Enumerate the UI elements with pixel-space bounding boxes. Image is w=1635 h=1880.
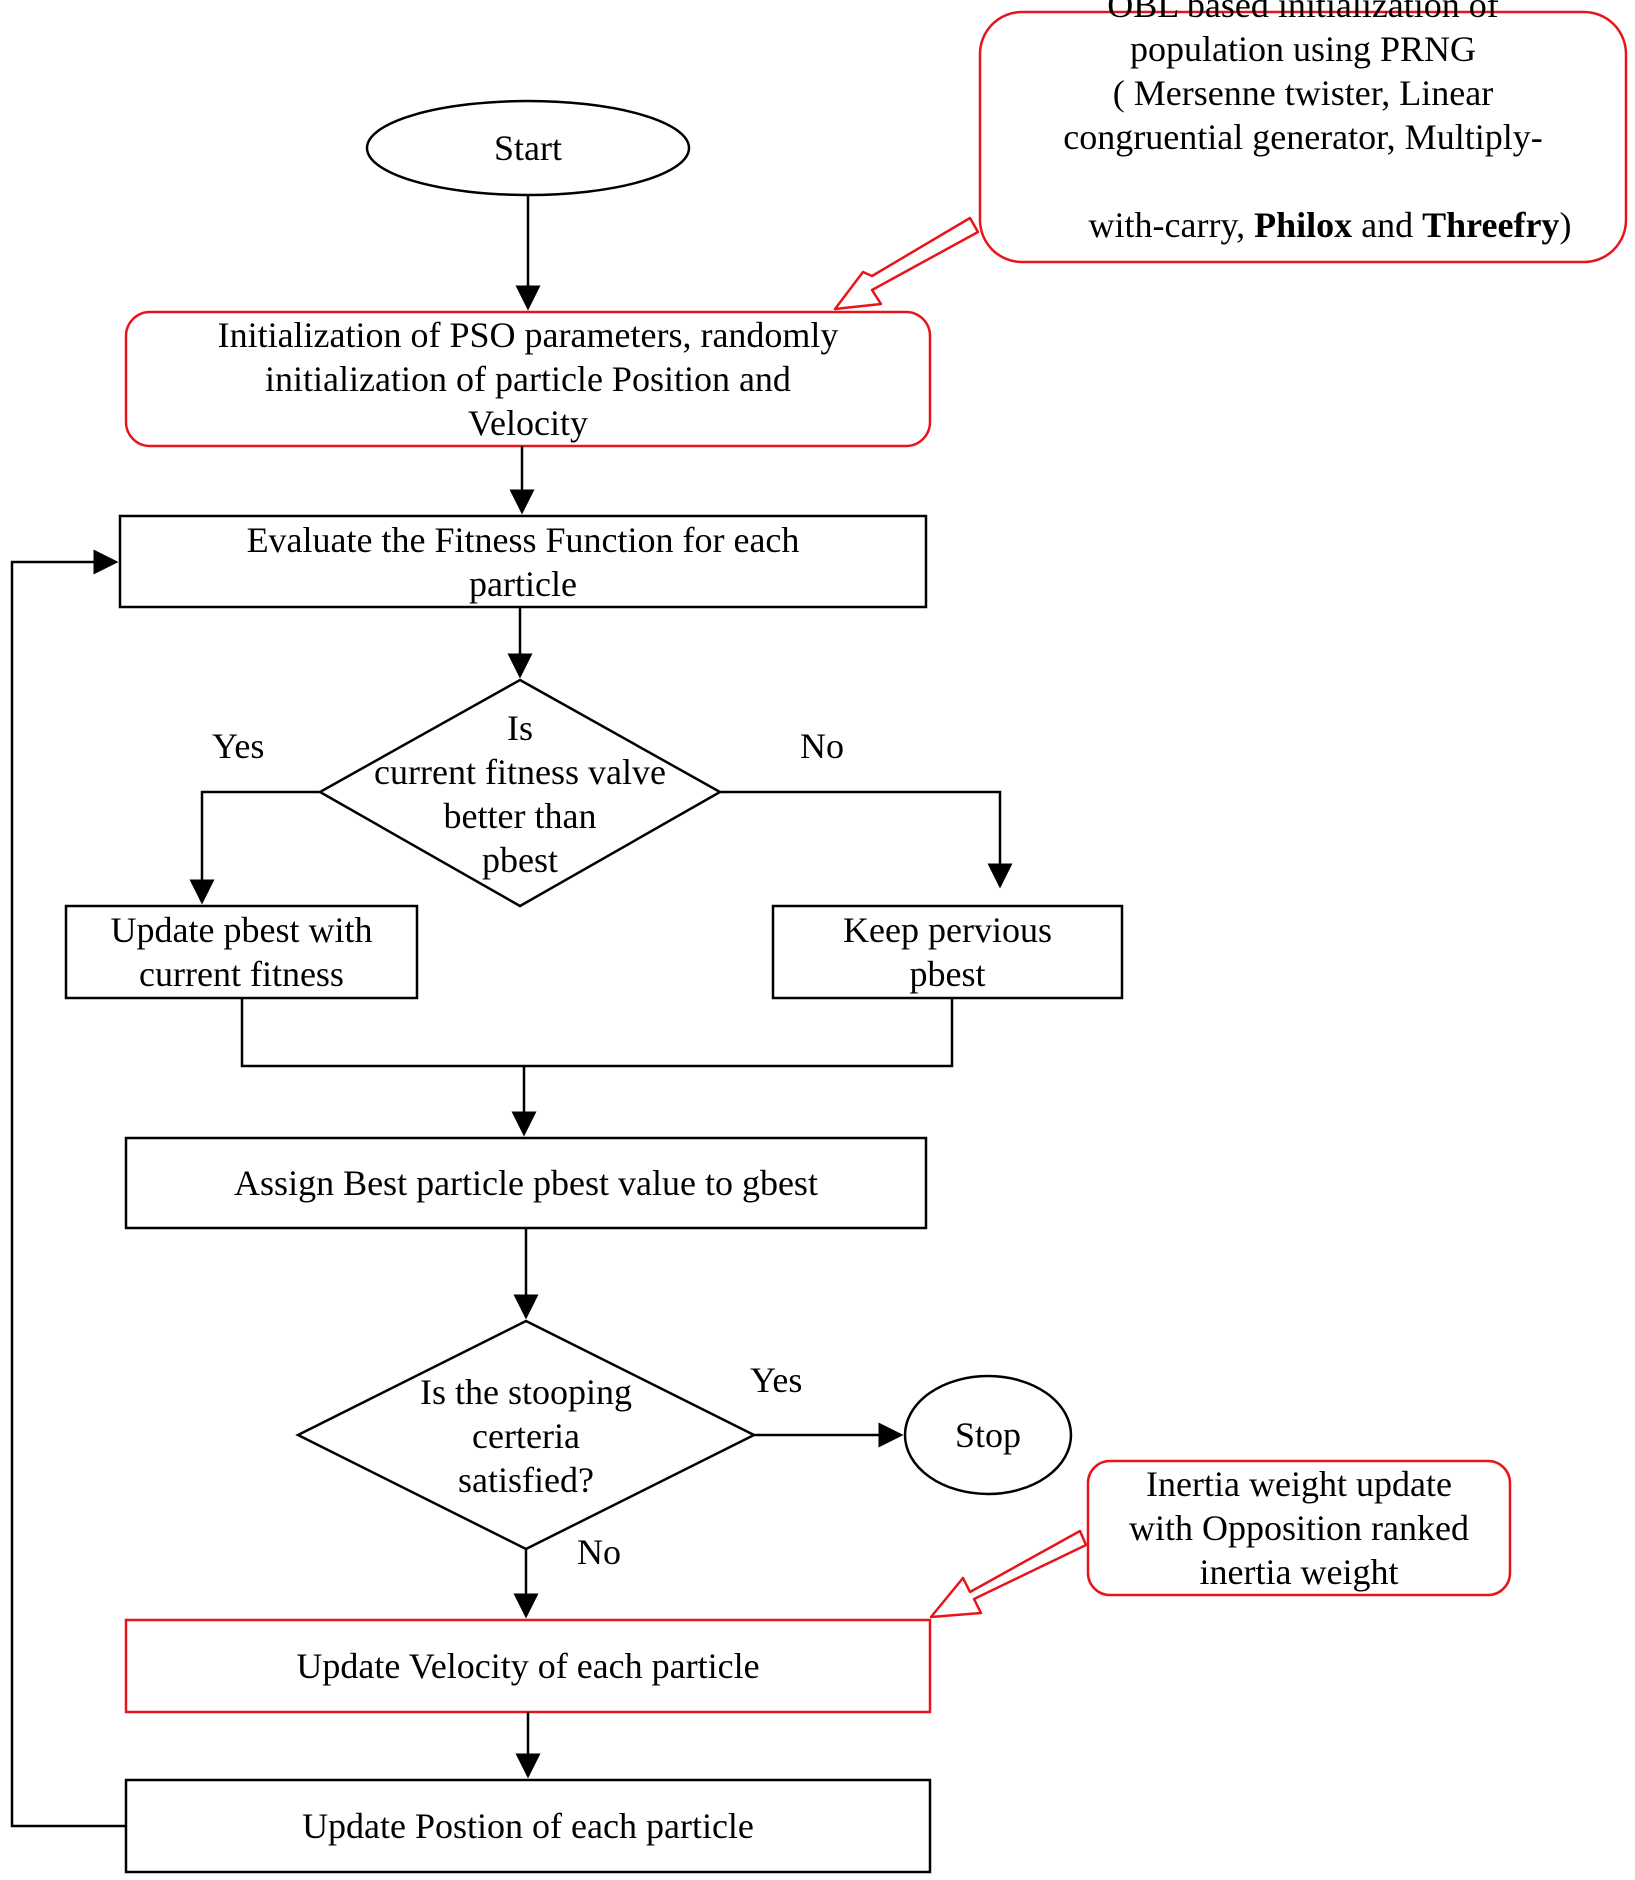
arrow-no-to-keep-pbest: [720, 790, 1013, 889]
yes-label-pbest: Yes: [212, 726, 265, 766]
obl-line-4: congruential generator, Multiply-: [1063, 117, 1543, 157]
assign-gbest-box: [124, 1136, 928, 1230]
update-pbest-label: Update pbest with current fitness: [110, 910, 373, 994]
assign-gbest-label: Assign Best particle pbest value to gbes…: [234, 1163, 818, 1203]
inertia-annotation-arrow: [929, 1529, 1088, 1619]
obl-line-1: OBL based initialization of: [1107, 0, 1499, 25]
philox-label: Philox: [1254, 205, 1353, 245]
start-label: Start: [494, 128, 562, 168]
obl-line-5-text-b: and: [1352, 205, 1423, 245]
inertia-callout-box: [1086, 1459, 1512, 1597]
no-label-pbest: No: [800, 726, 844, 766]
keep-pbest-box: [771, 904, 1124, 1000]
init-label: Initialization of PSO parameters, random…: [217, 315, 839, 443]
update-velocity-label: Update Velocity of each particle: [296, 1646, 760, 1686]
loop-back-line: [10, 549, 126, 1828]
evaluate-box: [118, 514, 928, 609]
obl-line-5-text-a: with-carry,: [1088, 205, 1255, 245]
stop-decision-label: Is the stooping certeria satisfied?: [420, 1372, 632, 1500]
pbest-decision-label: Is current fitness valve better than pbe…: [374, 708, 666, 880]
obl-line-5: with-carry, Philox and Threefry): [1035, 159, 1572, 291]
obl-line-5-text-c: ): [1559, 205, 1572, 245]
update-position-label: Update Postion of each particle: [302, 1806, 754, 1846]
keep-pbest-label: Keep pervious pbest: [843, 910, 1052, 994]
obl-callout-label: OBL based initialization of population u…: [980, 0, 1626, 262]
update-pbest-box: [64, 904, 419, 1000]
evaluate-label: Evaluate the Fitness Function for each p…: [246, 519, 800, 604]
arrow-yes-to-update-pbest: [189, 790, 320, 905]
no-label-stop: No: [577, 1532, 621, 1572]
obl-callout-box: [978, 10, 1628, 264]
threefry-label: Threefry: [1422, 205, 1560, 245]
merge-line-pbest: [240, 998, 954, 1068]
stop-ellipse: [903, 1374, 1073, 1496]
pbest-decision-diamond: [317, 678, 723, 908]
inertia-callout-label: Inertia weight update with Opposition ra…: [1129, 1464, 1469, 1592]
update-position-box: [124, 1778, 932, 1874]
obl-line-2: population using PRNG: [1129, 29, 1477, 69]
update-velocity-box: [124, 1618, 932, 1714]
init-box: [124, 310, 932, 448]
obl-line-3: ( Mersenne twister, Linear: [1112, 73, 1494, 113]
obl-annotation-arrow: [833, 216, 980, 311]
stop-label: Stop: [954, 1415, 1022, 1455]
yes-label-stop: Yes: [750, 1360, 803, 1400]
